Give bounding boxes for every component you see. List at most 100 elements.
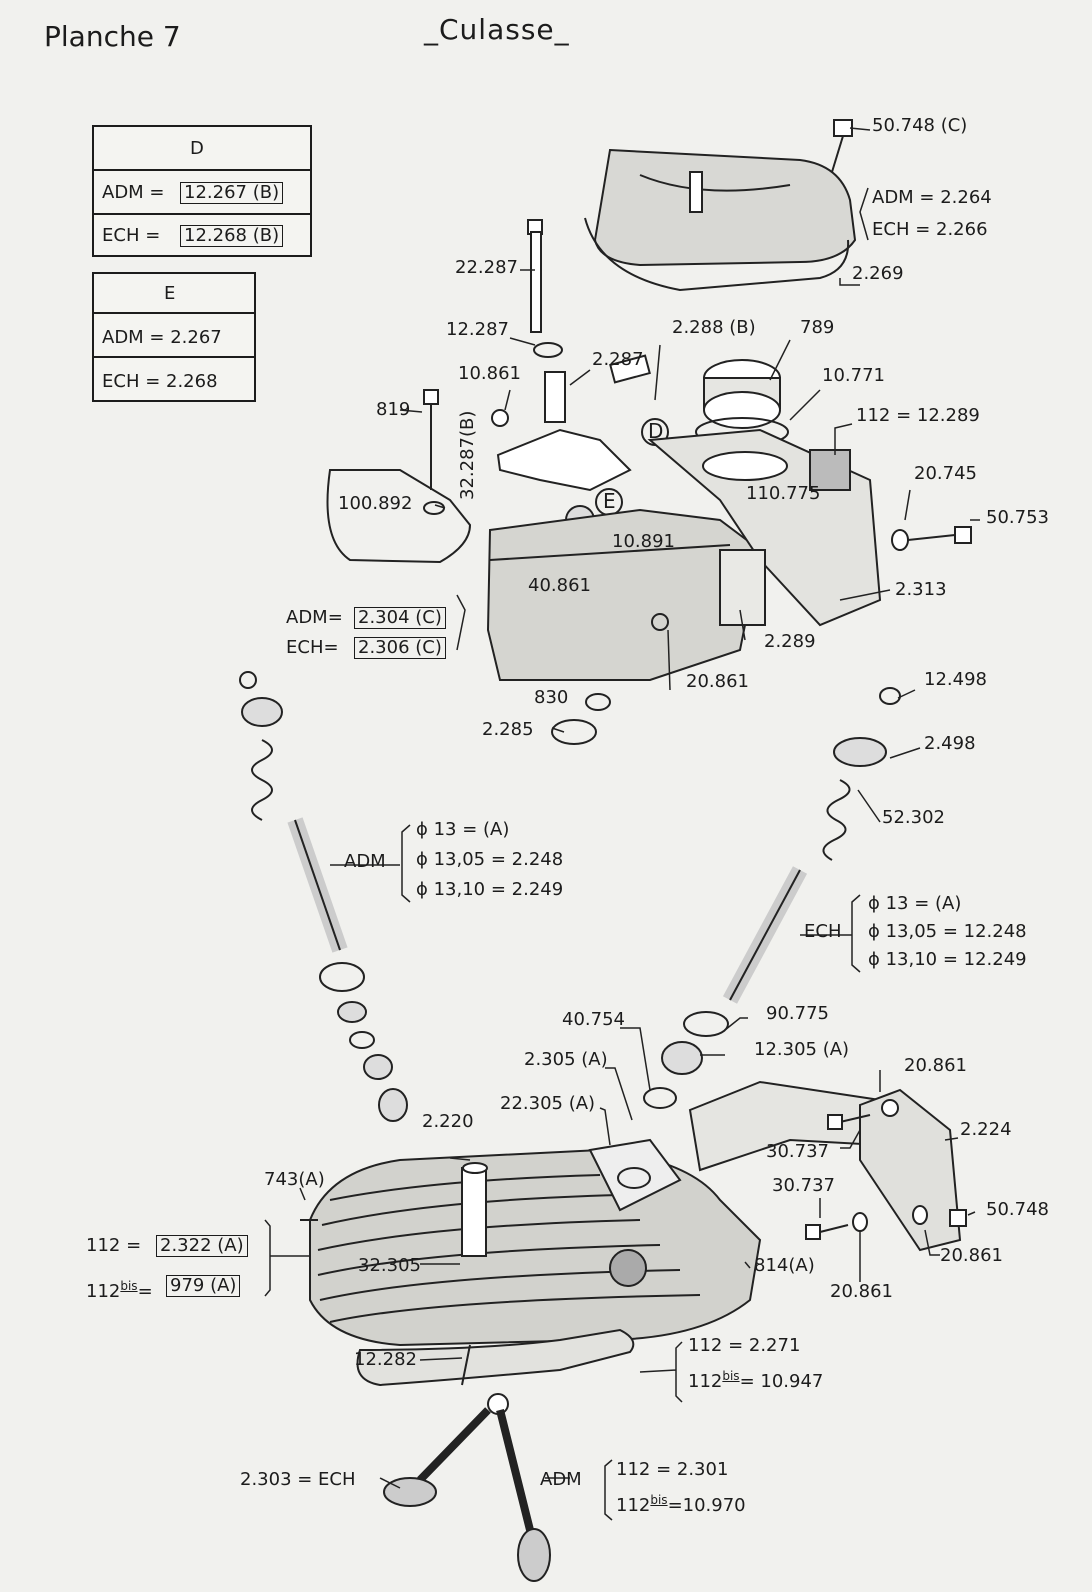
- bolt-50753: [891, 526, 972, 551]
- label-adm-2264: ADM = 2.264: [872, 187, 992, 208]
- label-ech-2266: ECH = 2.266: [872, 219, 988, 240]
- bolt-50748c: [831, 119, 853, 173]
- label-50748: 50.748: [986, 1199, 1049, 1220]
- label-adm-phi: ADM: [344, 851, 386, 872]
- label-adm-bottom: ADM: [540, 1469, 582, 1490]
- intake-manifold: [647, 428, 882, 627]
- label-20861-a: 20.861: [686, 671, 749, 692]
- label-830: 830: [534, 687, 569, 708]
- label-2220: 2.220: [422, 1111, 474, 1132]
- pushrod-tube: [527, 219, 651, 423]
- table-d-ech-value: 12.268 (B): [180, 225, 284, 247]
- gasket-2285: [551, 719, 597, 745]
- label-20745: 20.745: [914, 463, 977, 484]
- right-valve-stack: [643, 687, 901, 1109]
- label-112-prefix: 112 =: [86, 1235, 142, 1256]
- label-40861: 40.861: [528, 575, 591, 596]
- table-e-adm: ADM = 2.267: [102, 327, 222, 348]
- bolts-30737: [805, 1114, 967, 1240]
- stud-819: [423, 389, 445, 515]
- label-2288b: 2.288 (B): [672, 317, 756, 338]
- label-30737-b: 30.737: [772, 1175, 835, 1196]
- lower-plate: [356, 1328, 635, 1415]
- label-phi13-adm: ϕ 13 = (A): [416, 819, 510, 840]
- label-112-2301: 112 = 2.301: [616, 1459, 729, 1480]
- label-phi13-ech: ϕ 13 = (A): [868, 893, 962, 914]
- label-112-2271: 112 = 2.271: [688, 1335, 801, 1356]
- label-20861-d: 20.861: [830, 1281, 893, 1302]
- part-830: [585, 693, 611, 711]
- label-adm-2304-prefix: ADM=: [286, 607, 343, 628]
- callout-e: E: [603, 489, 616, 513]
- label-789: 789: [800, 317, 835, 338]
- label-12287: 12.287: [446, 319, 509, 340]
- planche-number: Planche 7: [44, 20, 181, 53]
- label-90775: 90.775: [766, 1003, 829, 1024]
- table-d-adm-label: ADM =: [102, 182, 165, 203]
- label-979a: 979 (A): [166, 1275, 241, 1297]
- label-2285: 2.285: [482, 719, 534, 740]
- label-50748c: 50.748 (C): [872, 115, 968, 136]
- valves: [383, 1407, 551, 1582]
- label-32305: 32.305: [358, 1255, 421, 1276]
- page-title: _Culasse_: [424, 13, 570, 46]
- label-2498: 2.498: [924, 733, 976, 754]
- label-ech-phi: ECH: [804, 921, 842, 942]
- rocker-cover: [584, 148, 857, 292]
- filler-cap: [695, 359, 789, 447]
- left-valve-stack: [239, 671, 408, 1122]
- label-112-12289: 112 = 12.289: [856, 405, 980, 426]
- label-12498: 12.498: [924, 669, 987, 690]
- label-10771: 10.771: [822, 365, 885, 386]
- table-d-ech-label: ECH =: [102, 225, 161, 246]
- label-2287: 2.287: [592, 349, 644, 370]
- label-112bis-10947: 112bis= 10.947: [688, 1369, 824, 1392]
- label-50753: 50.753: [986, 507, 1049, 528]
- label-743a: 743(A): [264, 1169, 325, 1190]
- label-phi1305-adm: ϕ 13,05 = 2.248: [416, 849, 564, 870]
- table-e-ech: ECH = 2.268: [102, 371, 218, 392]
- label-2269: 2.269: [852, 263, 904, 284]
- label-10891: 10.891: [612, 531, 675, 552]
- label-22305a: 22.305 (A): [500, 1093, 596, 1114]
- label-814a: 814(A): [754, 1255, 815, 1276]
- leader-lines: [264, 127, 980, 1521]
- label-2313: 2.313: [895, 579, 947, 600]
- table-e-title: E: [164, 283, 176, 304]
- label-110775: 110.775: [746, 483, 821, 504]
- label-2305a: 2.305 (A): [524, 1049, 608, 1070]
- label-112bis-prefix: 112bis=: [86, 1279, 153, 1302]
- label-30737-a: 30.737: [766, 1141, 829, 1162]
- label-20861-c: 20.861: [940, 1245, 1003, 1266]
- label-112bis-10970: 112bis=10.970: [616, 1493, 746, 1516]
- label-32287b: 32.287(B): [457, 410, 478, 500]
- bracket-2224: [688, 1080, 962, 1252]
- label-10861: 10.861: [458, 363, 521, 384]
- finned-cylinder-head: [300, 1138, 762, 1347]
- label-100892: 100.892: [338, 493, 413, 514]
- table-d: D ADM = 12.267 (B) ECH = 12.268 (B): [92, 125, 312, 257]
- label-40754: 40.754: [562, 1009, 625, 1030]
- label-phi1310-adm: ϕ 13,10 = 2.249: [416, 879, 564, 900]
- label-adm-2304-value: 2.304 (C): [354, 607, 446, 629]
- table-d-adm-value: 12.267 (B): [180, 182, 284, 204]
- table-d-title: D: [190, 138, 204, 159]
- label-phi1310-ech: ϕ 13,10 = 12.249: [868, 949, 1027, 970]
- label-52302: 52.302: [882, 807, 945, 828]
- label-2303-ech: 2.303 = ECH: [240, 1469, 356, 1490]
- label-2322a: 2.322 (A): [156, 1235, 248, 1257]
- label-phi1305-ech: ϕ 13,05 = 12.248: [868, 921, 1027, 942]
- label-20861-b: 20.861: [904, 1055, 967, 1076]
- label-12282: 12.282: [354, 1349, 417, 1370]
- label-819: 819: [376, 399, 411, 420]
- label-2289: 2.289: [764, 631, 816, 652]
- cylinder-head-upper: [486, 508, 762, 681]
- label-2224: 2.224: [960, 1119, 1012, 1140]
- label-12305a: 12.305 (A): [754, 1039, 850, 1060]
- gasket-left: [326, 469, 472, 564]
- label-ech-2306-prefix: ECH=: [286, 637, 339, 658]
- label-ech-2306-value: 2.306 (C): [354, 637, 446, 659]
- label-22287: 22.287: [455, 257, 518, 278]
